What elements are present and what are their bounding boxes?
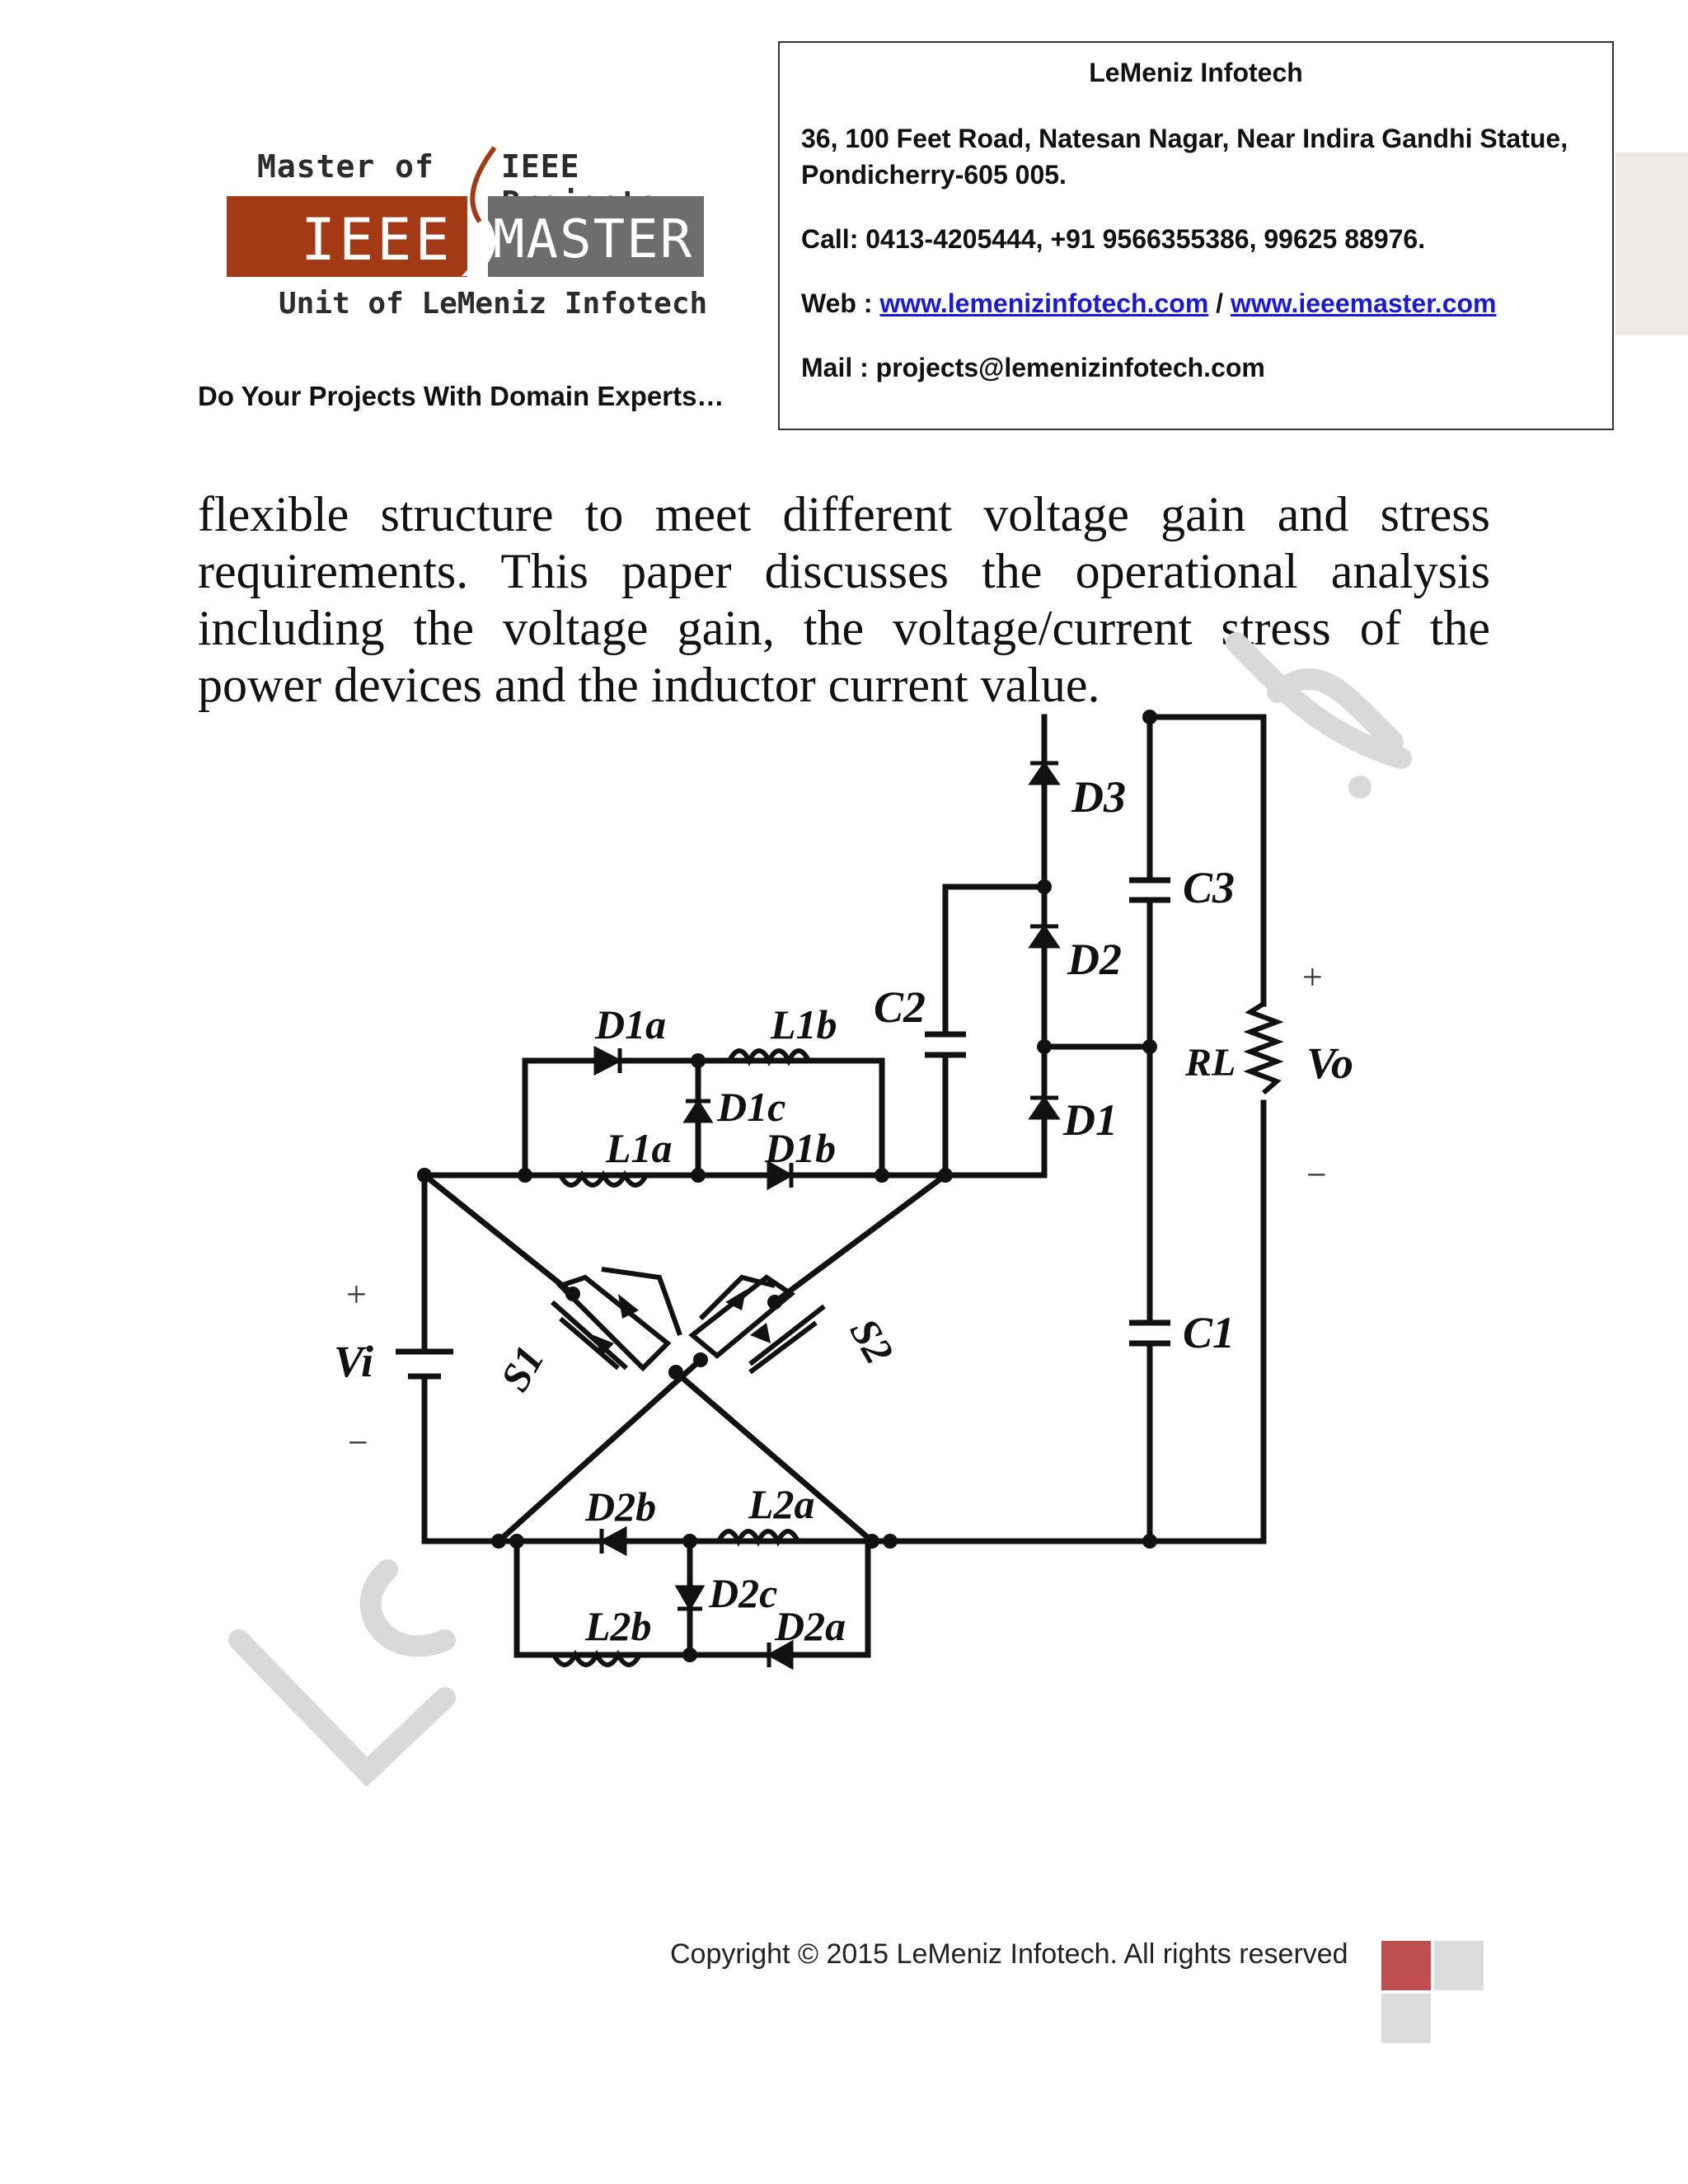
- label-D1: D1: [1062, 1095, 1118, 1145]
- label-minus-output: −: [1306, 1155, 1327, 1195]
- tagline: Do Your Projects With Domain Experts…: [198, 381, 724, 411]
- label-D2a: D2a: [774, 1603, 846, 1649]
- circuit-diagram: D3 C3 D2 C2 D1 RL Vo D1a L1b D1c L1a D1b…: [334, 710, 1353, 1671]
- contact-box: LeMeniz Infotech 36, 100 Feet Road, Nate…: [778, 41, 1614, 430]
- web-link-lemeniz[interactable]: www.lemenizinfotech.com: [879, 288, 1209, 318]
- web-label: Web :: [801, 288, 880, 318]
- label-Vo: Vo: [1306, 1038, 1353, 1088]
- label-D2: D2: [1067, 935, 1122, 984]
- mail-line: Mail : projects@lemenizinfotech.com: [801, 353, 1265, 382]
- label-Vi: Vi: [334, 1337, 373, 1386]
- logo-gray-bar: MASTER: [488, 196, 704, 277]
- label-S1: S1: [491, 1338, 553, 1399]
- logo-master-of: Master of: [257, 148, 434, 185]
- company-name: LeMeniz Infotech: [1089, 58, 1303, 87]
- ieee-master-logo: Master of IEEE Projects IEEE MASTER Unit…: [223, 140, 734, 330]
- label-minus-input: −: [348, 1422, 368, 1463]
- paragraph-line: including the voltage gain, the voltage/…: [198, 601, 1490, 655]
- label-L1b: L1b: [770, 1001, 837, 1047]
- label-C2: C2: [874, 982, 926, 1032]
- label-S2: S2: [841, 1310, 903, 1371]
- label-D1a: D1a: [594, 1001, 666, 1047]
- body-paragraph: flexible structure to meet different vol…: [198, 486, 1490, 714]
- logo-master-text: MASTER: [493, 209, 694, 270]
- footer-square-red: [1381, 1941, 1431, 1990]
- paragraph-line: flexible structure to meet different vol…: [198, 487, 1490, 541]
- label-D2b: D2b: [584, 1483, 656, 1530]
- label-L2b: L2b: [584, 1603, 652, 1649]
- paragraph-line: requirements. This paper discusses the o…: [198, 544, 1490, 598]
- footer-square-gray: [1434, 1941, 1484, 1990]
- address-line-1: 36, 100 Feet Road, Natesan Nagar, Near I…: [801, 124, 1568, 153]
- label-RL: RL: [1184, 1041, 1236, 1085]
- label-plus-output: +: [1302, 957, 1323, 997]
- logo-red-bar: IEEE: [227, 196, 467, 277]
- label-D1b: D1b: [764, 1125, 836, 1171]
- web-line: Web : www.lemenizinfotech.com / www.ieee…: [801, 285, 1596, 321]
- logo-swoosh-icon: [462, 146, 503, 276]
- logo-ieee-text: IEEE: [301, 206, 453, 274]
- label-L2a: L2a: [748, 1481, 815, 1527]
- logo-unit-of: Unit of LeMeniz Infotech: [279, 287, 708, 321]
- paragraph-line: power devices and the inductor current v…: [198, 658, 1100, 712]
- phone-numbers: Call: 0413-4205444, +91 9566355386, 9962…: [801, 224, 1426, 254]
- decorative-side-band: [1615, 152, 1688, 335]
- label-D2c: D2c: [708, 1570, 777, 1616]
- footer-square-gray: [1381, 1994, 1431, 2043]
- label-D1c: D1c: [716, 1084, 785, 1130]
- label-plus-input: +: [346, 1274, 367, 1315]
- label-C3: C3: [1183, 863, 1235, 912]
- label-L1a: L1a: [605, 1125, 673, 1171]
- label-D3: D3: [1071, 772, 1126, 822]
- copyright-text: Copyright © 2015 LeMeniz Infotech. All r…: [670, 1938, 1348, 1970]
- web-link-ieeemaster[interactable]: www.ieeemaster.com: [1230, 288, 1497, 318]
- address-line-2: Pondicherry-605 005.: [801, 160, 1067, 190]
- web-separator: /: [1208, 288, 1231, 318]
- label-C1: C1: [1183, 1308, 1235, 1357]
